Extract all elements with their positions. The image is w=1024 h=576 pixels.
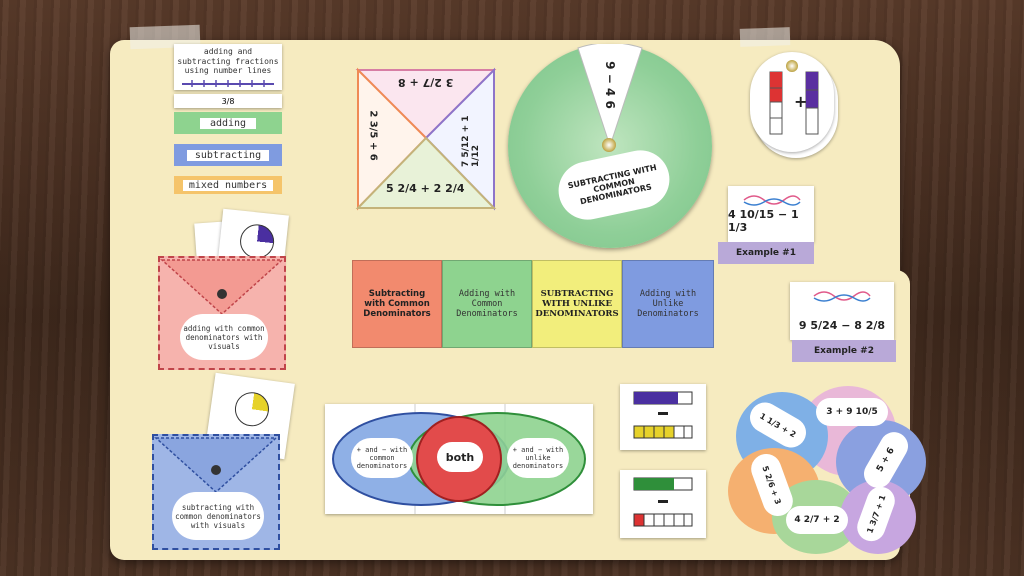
venn-center-cloud: both: [437, 442, 483, 472]
petal-bottom-right-problem: 1 3/7 + 1: [864, 493, 888, 535]
fraction-bars-icon: [633, 477, 693, 527]
venn-center-label: both: [445, 450, 475, 464]
red-pocket-label: adding with common denominators with vis…: [183, 323, 265, 351]
foldable-tab-3[interactable]: SUBTRACTING WITH UNLIKE DENOMINATORS: [532, 260, 622, 348]
flipbook-adding-strip[interactable]: adding: [174, 112, 282, 134]
example-1-label: Example #1: [736, 248, 796, 258]
teller-top-problem: 3 2/7 + 8: [398, 76, 454, 89]
example-1-problem-card: 4 10/15 − 1 1/3: [728, 186, 814, 242]
petal-bottom-cloud: 4 2/7 + 2: [786, 506, 848, 534]
petal-right-problem: 5 + 6: [875, 446, 897, 474]
spinner-wheel[interactable]: 9 − 4 6 SUBTRACTING WITH COMMON DENOMINA…: [508, 44, 712, 248]
flipbook-subtracting: subtracting: [186, 149, 270, 161]
blue-pocket-label: subtracting with common denominators wit…: [175, 502, 261, 530]
example-1-label-strip: Example #1: [718, 242, 814, 264]
pocket-flap: [160, 259, 284, 316]
visual-card-subtract-2[interactable]: [620, 470, 706, 538]
venn-right-cloud: + and − with unlike denominators: [507, 438, 569, 478]
red-pocket-envelope: adding with common denominators with vis…: [158, 256, 286, 370]
foldable-tab-2-label: Adding with Common Denominators: [456, 289, 518, 319]
foldable-tab-1[interactable]: Subtracting with Common Denominators: [352, 260, 442, 348]
foldable-tab-4[interactable]: Adding with Unlike Denominators: [622, 260, 714, 348]
teller-left-problem: 2 3/5 + 6: [367, 110, 379, 161]
foldable-tab-1-label: Subtracting with Common Denominators: [363, 289, 431, 319]
fraction-bars-icon: [633, 391, 693, 439]
flipbook-fraction-strip: 3/8: [174, 94, 282, 108]
flipbook-title: adding and subtracting fractions using n…: [177, 47, 279, 76]
venn-right-label: + and − with unlike denominators: [512, 446, 564, 470]
tape-strip: [739, 27, 791, 47]
fortune-teller[interactable]: 3 2/7 + 8 2 3/5 + 6 7 5/12 + 1 1/12 5 2/…: [354, 66, 498, 212]
wavy-lines-icon: [813, 291, 871, 302]
wheel-window: [577, 44, 643, 148]
number-line-icon: [182, 79, 274, 87]
round-plus: +: [794, 92, 808, 111]
blue-pocket-envelope: subtracting with common denominators wit…: [152, 434, 280, 550]
pocket-flap: [154, 437, 278, 494]
wheel-problem: 9 − 4 6: [602, 61, 617, 109]
petal-top-problem: 3 + 9 10/5: [826, 407, 878, 417]
visual-card-subtract-1[interactable]: [620, 384, 706, 450]
example-2-problem-card: 9 5/24 − 8 2/8: [790, 282, 894, 340]
teller-bottom-problem: 5 2/4 + 2 2/4: [386, 182, 465, 195]
teller-right-problem: 7 5/12 + 1 1/12: [461, 115, 481, 167]
venn-left-cloud: + and − with common denominators: [351, 438, 413, 478]
foldable-tab-3-label: SUBTRACTING WITH UNLIKE DENOMINATORS: [535, 289, 619, 319]
venn-shapes: [332, 404, 586, 514]
petal-top-cloud: 3 + 9 10/5: [816, 398, 888, 426]
pie-visual-icon: [232, 390, 272, 429]
venn-foldable[interactable]: + and − with common denominators both + …: [325, 404, 593, 514]
red-pocket-cloud: adding with common denominators with vis…: [180, 314, 268, 360]
wavy-lines-icon: [743, 195, 801, 206]
flipbook-mixed: mixed numbers: [182, 179, 274, 191]
petal-left-top-problem: 1 1/3 + 2: [758, 411, 798, 439]
example-2-label: Example #2: [814, 346, 874, 356]
fraction-bars-icon: [769, 71, 819, 135]
round-brad-icon: [786, 60, 798, 72]
flipbook-fraction: 3/8: [221, 96, 235, 106]
flipbook-mixed-strip[interactable]: mixed numbers: [174, 176, 282, 194]
venn-left-label: + and − with common denominators: [356, 446, 408, 470]
petal-left-bottom-problem: 5 2/6 + 3: [760, 464, 784, 506]
example-2-problem: 9 5/24 − 8 2/8: [798, 319, 886, 332]
pie-visual-icon: [238, 222, 276, 261]
blue-pocket-cloud: subtracting with common denominators wit…: [172, 492, 264, 540]
wheel-label: SUBTRACTING WITH COMMON DENOMINATORS: [566, 162, 658, 206]
flipbook-adding: adding: [199, 117, 257, 129]
wheel-brad-icon: [602, 138, 616, 152]
example-1-problem: 4 10/15 − 1 1/3: [728, 208, 799, 234]
fortune-teller-shape: [355, 67, 497, 211]
flipbook-subtracting-strip[interactable]: subtracting: [174, 144, 282, 166]
flipbook-title-strip: adding and subtracting fractions using n…: [174, 44, 282, 90]
petal-bottom-problem: 4 2/7 + 2: [794, 515, 840, 525]
foldable-tab-2[interactable]: Adding with Common Denominators: [442, 260, 532, 348]
example-2-label-strip: Example #2: [792, 340, 896, 362]
foldable-tab-4-label: Adding with Unlike Denominators: [637, 289, 699, 319]
